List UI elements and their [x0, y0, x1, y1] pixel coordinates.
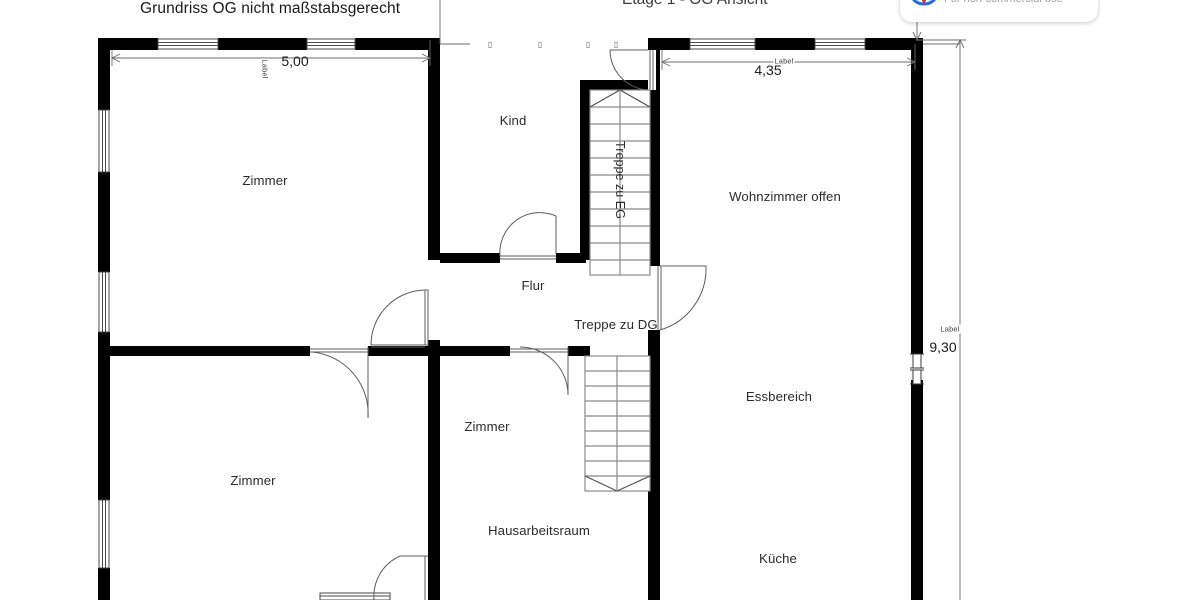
non-commercial-badge: For non-commercial use — [900, 0, 1098, 22]
marker-glyph-2: ▯ — [536, 39, 544, 51]
room-label-wohnzimmer-offen: Wohnzimmer offen — [729, 189, 841, 205]
dimension-leader-top-center — [439, 0, 470, 45]
wall-left-b — [98, 172, 110, 272]
wall-stair-eg-left — [580, 80, 590, 260]
dimension-line-5-00 — [110, 40, 432, 66]
wall-right-a — [911, 38, 923, 354]
wall-top-left-b — [218, 38, 307, 50]
room-label-zimmer-bottom-left: Zimmer — [230, 473, 276, 489]
badge-label: For non-commercial use — [944, 0, 1063, 5]
dimension-tag-width-right: Label — [773, 56, 795, 66]
doors-group — [310, 49, 924, 600]
dimension-value-height-right: 9,30 — [929, 339, 957, 355]
wall-top-left-a — [98, 38, 158, 50]
room-label-hausarbeitsraum: Hausarbeitsraum — [488, 523, 590, 539]
wall-bottom-stub-mid — [428, 592, 440, 600]
staircase-treppe-zu-dg — [584, 355, 651, 492]
dimension-tag-height-right: Label — [939, 324, 961, 334]
wall-right-wing-vert-b — [648, 80, 660, 266]
wall-left-divider-a — [98, 346, 310, 356]
dimension-value-width-left: 5,00 — [281, 53, 309, 69]
window-top-left-1 — [157, 38, 219, 50]
room-label-kueche: Küche — [759, 551, 797, 567]
walls-group — [98, 38, 923, 600]
window-top-left-2 — [306, 38, 356, 50]
window-top-right-1 — [689, 38, 756, 50]
room-label-essbereich: Essbereich — [745, 389, 813, 405]
window-top-right-2 — [814, 38, 866, 50]
marker-glyph-1: ▯ — [486, 39, 494, 51]
stair-label-treppe-zu-dg: Treppe zu DG — [574, 317, 658, 333]
room-label-flur: Flur — [521, 278, 545, 294]
door-flur-zimmer-mid — [510, 346, 569, 396]
door-zimmer-bottom-exit — [373, 555, 428, 600]
dimension-value-width-right: 4,35 — [754, 62, 782, 78]
wall-flur-bottom-a — [428, 346, 510, 356]
window-bottom-left-1 — [319, 592, 391, 600]
door-zimmer-topleft — [370, 289, 429, 348]
wall-stair-eg-top — [580, 80, 660, 90]
window-left-3 — [98, 499, 110, 569]
floorplanner-logo-icon — [910, 0, 938, 12]
wall-bottom-stub-left — [98, 592, 110, 600]
windows-group — [98, 38, 866, 600]
stair-label-treppe-zu-eg: Treppe zu EG — [613, 141, 627, 219]
room-label-kind: Kind — [499, 113, 527, 129]
door-kind-flur — [499, 212, 557, 262]
window-left-1 — [98, 109, 110, 173]
marker-glyph-3: ▯ — [584, 39, 592, 51]
wall-flur-top-b — [556, 253, 586, 263]
window-left-2 — [98, 271, 110, 333]
page-title: Grundriss OG nicht maßstabsgerecht — [140, 0, 401, 17]
wall-top-right-c — [865, 38, 923, 50]
wall-left-divider-b — [368, 346, 440, 356]
wall-top-right-b — [755, 38, 815, 50]
wall-left-c — [98, 332, 110, 500]
room-label-zimmer-top-left: Zimmer — [242, 173, 288, 189]
door-kind-top — [609, 49, 656, 91]
wall-top-left-c — [355, 38, 440, 50]
wall-center-vert-a — [428, 38, 440, 260]
wall-left-a — [98, 38, 110, 110]
door-flur-wohnzimmer — [652, 265, 707, 331]
wall-right-wing-vert-c — [648, 330, 660, 600]
room-label-zimmer-mid: Zimmer — [464, 419, 510, 435]
wall-right-b — [911, 380, 923, 600]
door-zimmer-bottomleft — [310, 347, 369, 419]
marker-glyph-4: ▯ — [612, 39, 620, 51]
staircase-treppe-zu-eg — [589, 89, 651, 276]
wall-flur-bottom-b — [568, 346, 590, 356]
wall-center-vert-b — [428, 340, 440, 600]
etage-title: Etage 1 - OG Ansicht — [622, 0, 768, 9]
dimension-lines-group — [110, 0, 966, 600]
wall-opening-right — [910, 353, 924, 385]
wall-flur-top-a — [440, 253, 500, 263]
dimension-tag-width-left: Label — [260, 58, 270, 80]
